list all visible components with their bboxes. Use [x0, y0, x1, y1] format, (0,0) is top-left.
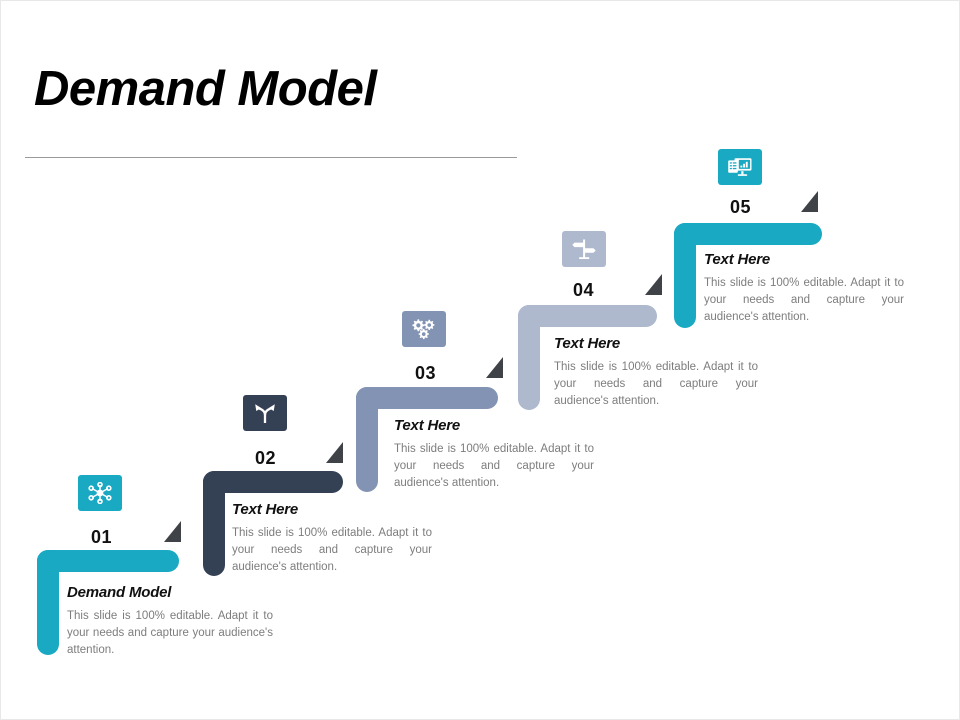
step-text-block: Text Here This slide is 100% editable. A…: [554, 335, 758, 410]
step-number: 05: [730, 197, 752, 217]
gears-icon: [402, 311, 446, 347]
diverging-arrows-icon: [243, 395, 287, 431]
step-number: 02: [255, 448, 277, 468]
step-text-block: Demand Model This slide is 100% editable…: [67, 584, 273, 659]
step-number: 03: [415, 363, 437, 383]
step-bracket: [674, 223, 822, 328]
step-bracket: [37, 550, 179, 655]
step-body: This slide is 100% editable. Adapt it to…: [394, 443, 594, 489]
step-text-block: Text Here This slide is 100% editable. A…: [704, 251, 904, 326]
step-body: This slide is 100% editable. Adapt it to…: [554, 361, 758, 407]
step-bracket: [203, 471, 343, 576]
step-bracket: [518, 305, 657, 410]
step-triangle-icon: [645, 274, 662, 295]
step-body: This slide is 100% editable. Adapt it to…: [67, 610, 273, 656]
step-body: This slide is 100% editable. Adapt it to…: [704, 277, 904, 323]
monitor-presentation-icon: [718, 149, 762, 185]
step-triangle-icon: [486, 357, 503, 378]
step-heading: Text Here: [394, 417, 461, 434]
page-title: Demand Model: [34, 62, 377, 116]
network-hub-icon: [78, 475, 122, 511]
step-number: 01: [91, 527, 113, 547]
step-heading: Text Here: [704, 251, 771, 268]
step-triangle-icon: [164, 521, 181, 542]
step-heading: Demand Model: [67, 584, 172, 601]
step-number: 04: [573, 280, 595, 300]
step-triangle-icon: [326, 442, 343, 463]
step-body: This slide is 100% editable. Adapt it to…: [232, 527, 432, 573]
title-divider: [25, 157, 517, 158]
step-heading: Text Here: [232, 501, 299, 518]
step-bracket: [356, 387, 498, 492]
signpost-icon: [562, 231, 606, 267]
step-text-block: Text Here This slide is 100% editable. A…: [232, 501, 432, 576]
step-heading: Text Here: [554, 335, 621, 352]
step-triangle-icon: [801, 191, 818, 212]
step-text-block: Text Here This slide is 100% editable. A…: [394, 417, 594, 492]
